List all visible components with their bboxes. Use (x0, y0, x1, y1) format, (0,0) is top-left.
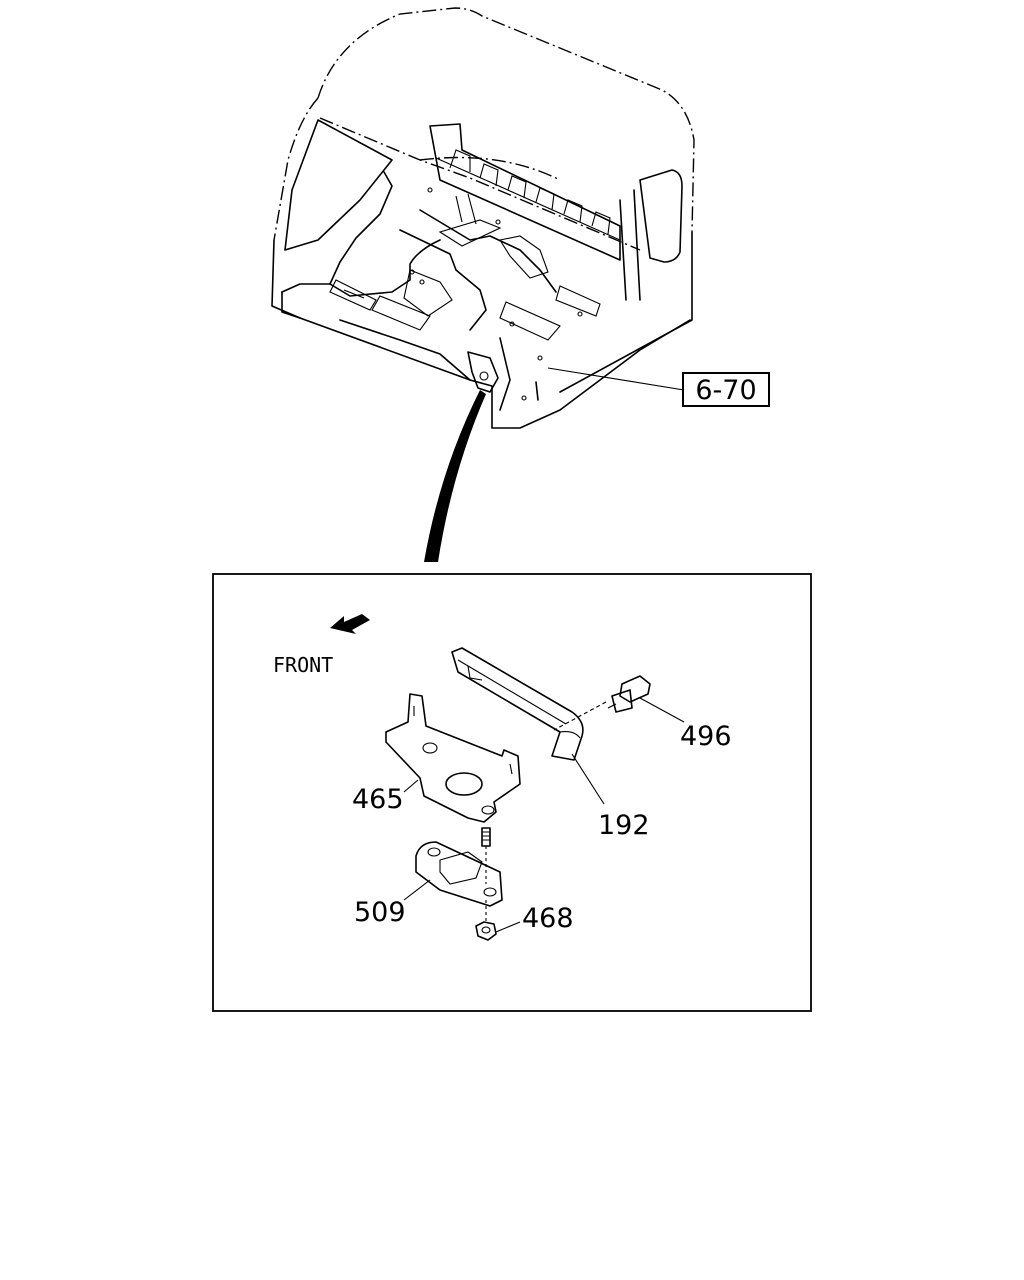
stud-bolt (481, 827, 491, 884)
leader-lines (403, 697, 685, 933)
front-label: FRONT (273, 653, 333, 677)
cab-illustration (271, 7, 695, 429)
part-496-clip (553, 675, 651, 731)
front-arrow-icon (330, 614, 370, 634)
part-465-bracket (385, 693, 521, 823)
reference-label: 6-70 (695, 375, 756, 406)
part-192-rail (451, 647, 584, 761)
part-468-nut (475, 900, 497, 941)
part-label-465: 465 (352, 784, 404, 815)
detail-frame (212, 573, 812, 1012)
reference-box (682, 372, 770, 407)
part-label-509: 509 (354, 897, 406, 928)
detail-view: FRONT (212, 573, 812, 1012)
part-label-496: 496 (680, 721, 732, 752)
detail-pointer (424, 390, 486, 562)
part-label-192: 192 (598, 810, 650, 841)
part-509-plate (415, 841, 503, 907)
part-label-468: 468 (522, 903, 574, 934)
reference-callout: 6-70 (682, 372, 770, 407)
